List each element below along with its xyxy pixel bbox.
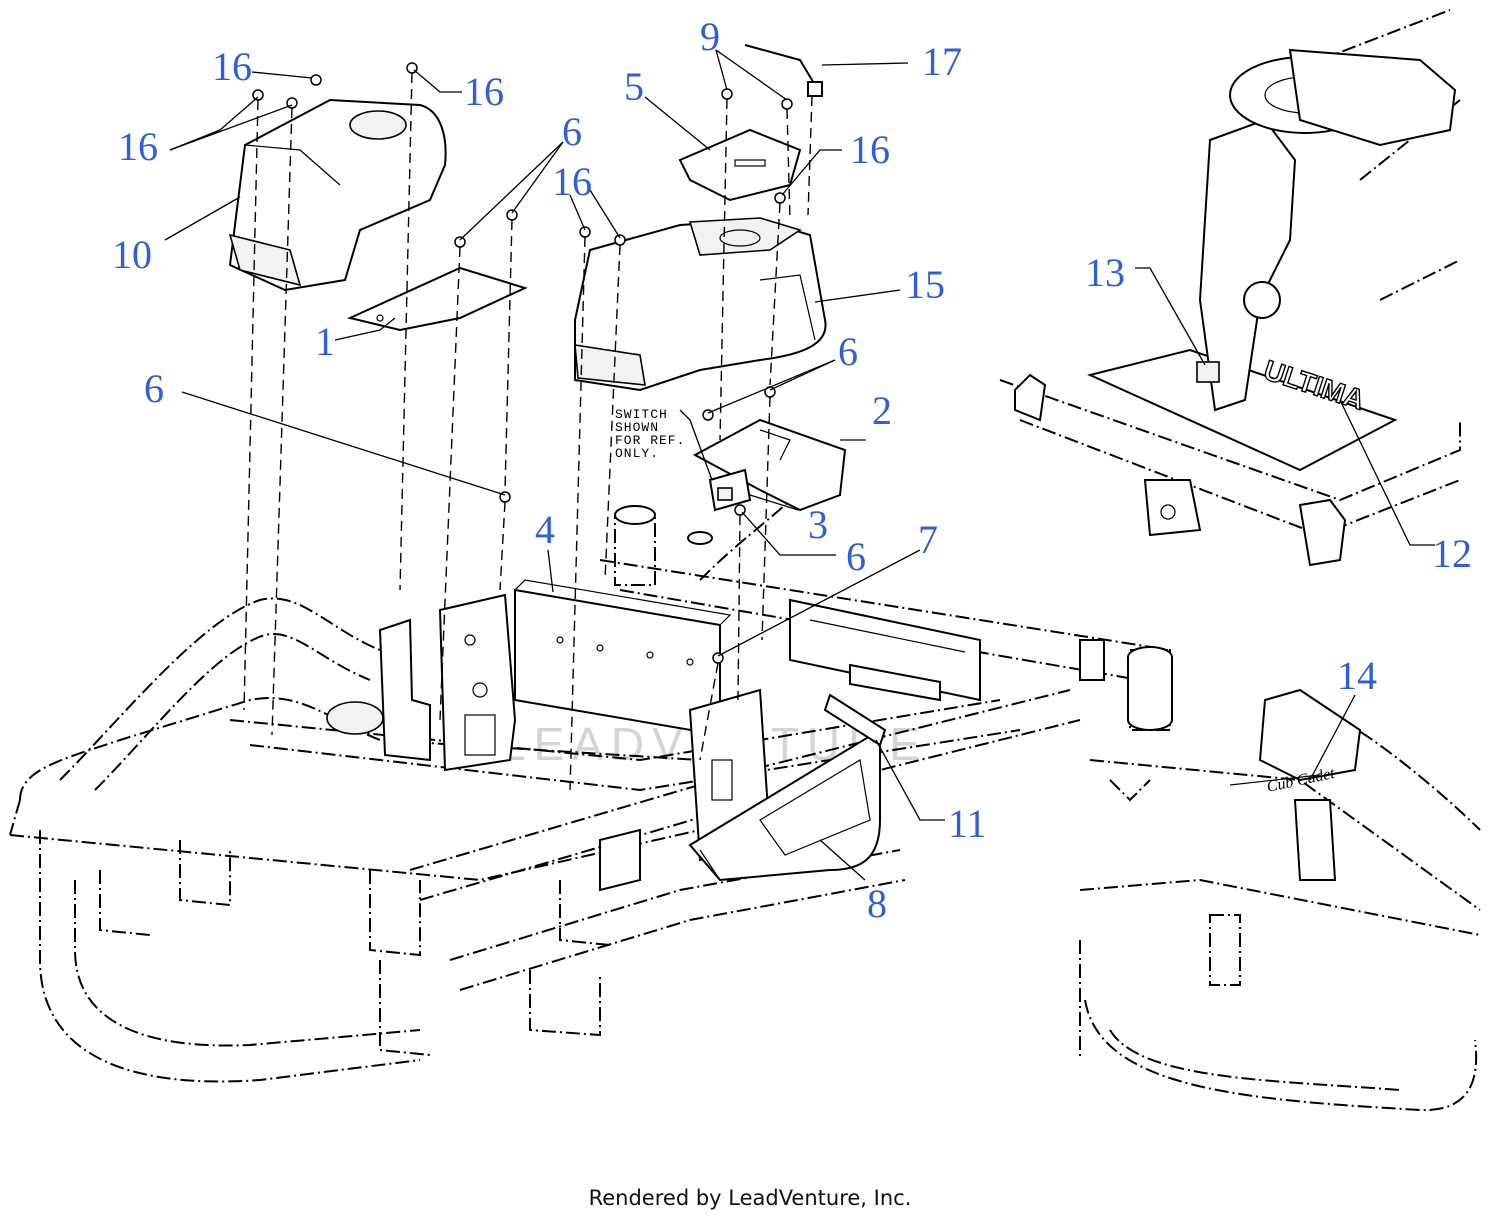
left-mount-brackets: [326, 593, 517, 772]
callout-1: 1: [315, 319, 335, 364]
callout-17: 17: [922, 39, 962, 84]
callout-labels: 16 16 16 10 1 6 16 5 9 17 16 15 6 6 2 3 …: [112, 14, 1472, 926]
part-9-foot-tray: [688, 728, 881, 882]
callout-12: 12: [1432, 531, 1472, 576]
switch-note: SWITCH SHOWN FOR REF. ONLY.: [615, 407, 685, 461]
callout-13: 13: [1085, 250, 1125, 295]
inset-steering-view: ULTIMA: [999, 9, 1461, 567]
svg-text:ONLY.: ONLY.: [615, 446, 659, 461]
callout-6-console: 6: [838, 329, 858, 374]
callout-6-upper: 6: [562, 109, 582, 154]
callout-8: 9: [700, 14, 720, 59]
callout-2: 2: [872, 388, 892, 433]
part-10-left-cover: [228, 98, 447, 292]
svg-text:SWITCH: SWITCH: [615, 407, 668, 422]
part-3-switch: [708, 468, 752, 512]
rear-crossmember: [614, 505, 1173, 731]
callout-16-console: 16: [850, 127, 890, 172]
part-1-plate: [346, 266, 528, 332]
callout-3: 3: [808, 502, 828, 547]
callout-14: 14: [1337, 653, 1377, 698]
callout-16-right: 16: [464, 69, 504, 114]
inset-leader-lines: [1135, 267, 1435, 781]
callout-16-mid: 16: [552, 159, 592, 204]
part-15-center-console: [574, 217, 827, 392]
part-11-bracket: [823, 693, 887, 747]
part-2-switch-cover: [692, 418, 847, 512]
svg-text:SHOWN: SHOWN: [615, 420, 659, 435]
callout-6-left: 6: [144, 366, 164, 411]
callout-4: 4: [535, 507, 555, 552]
callout-9: 8: [867, 881, 887, 926]
callout-15: 15: [905, 262, 945, 307]
svg-text:FOR REF.: FOR REF.: [615, 433, 685, 448]
callout-6-lower: 6: [846, 534, 866, 579]
leader-lines: [164, 49, 945, 881]
callout-11: 11: [948, 801, 987, 846]
footer-credit: Rendered by LeadVenture, Inc.: [588, 1186, 912, 1210]
callout-10: 10: [112, 232, 152, 277]
callout-16-top: 16: [212, 44, 252, 89]
inset-console-view: Cub Cadet: [1079, 688, 1481, 1112]
callout-5: 5: [624, 64, 644, 109]
main-frame: [9, 499, 1171, 1083]
callout-16-left: 16: [118, 124, 158, 169]
part-17-cable: [744, 44, 823, 97]
callout-7: 7: [918, 517, 938, 562]
alignment-lines: [243, 72, 813, 791]
